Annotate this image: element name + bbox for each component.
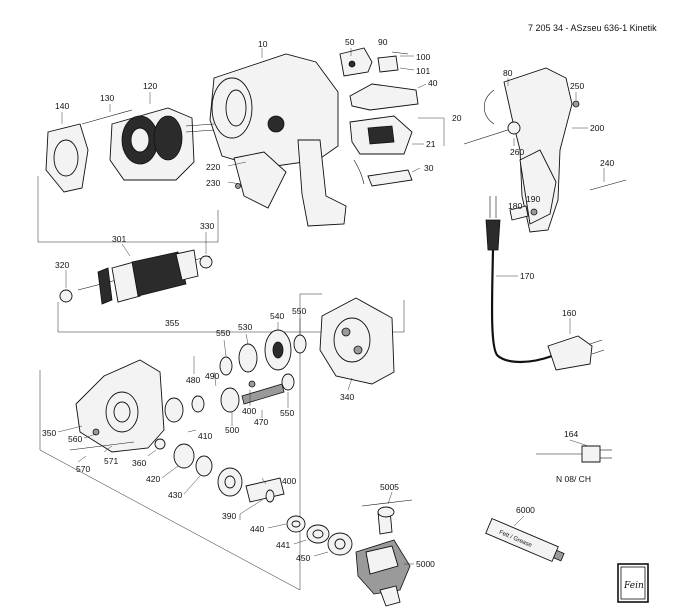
label-190: 190 xyxy=(526,194,540,204)
gear-cover xyxy=(69,359,165,453)
label-140: 140 xyxy=(55,101,69,111)
fan-guide xyxy=(45,123,89,193)
label-170: 170 xyxy=(520,271,534,281)
label-5000: 5000 xyxy=(416,559,435,569)
label-540: 540 xyxy=(270,311,284,321)
label-470: 470 xyxy=(254,417,268,427)
label-560: 560 xyxy=(68,434,82,444)
footnote: N 08/ CH xyxy=(556,474,591,484)
motor-housing xyxy=(209,48,347,227)
label-571: 571 xyxy=(104,456,118,466)
label-355: 355 xyxy=(165,318,179,328)
stator xyxy=(109,107,215,181)
label-390: 390 xyxy=(222,511,236,521)
fein-logo-icon: Fein xyxy=(617,563,649,603)
label-10: 10 xyxy=(258,39,268,49)
handle-shell xyxy=(463,67,573,233)
label-360: 360 xyxy=(132,458,146,468)
label-90: 90 xyxy=(378,37,388,47)
label-230: 230 xyxy=(206,178,220,188)
label-180: 180 xyxy=(508,201,522,211)
label-160: 160 xyxy=(562,308,576,318)
label-320: 320 xyxy=(55,260,69,270)
spindle-parts xyxy=(173,443,353,556)
power-cable xyxy=(485,196,605,371)
label-490: 490 xyxy=(205,371,219,381)
page-title: 7 205 34 - ASzseu 636-1 Kinetik xyxy=(528,23,657,33)
drill-chuck xyxy=(355,539,411,607)
label-570: 570 xyxy=(76,464,90,474)
label-330: 330 xyxy=(200,221,214,231)
label-450: 450 xyxy=(296,553,310,563)
label-120: 120 xyxy=(143,81,157,91)
logo-text: Fein xyxy=(623,581,644,591)
plug-adapter xyxy=(536,445,612,463)
label-410: 410 xyxy=(198,431,212,441)
label-400-upper: 400 xyxy=(242,406,256,416)
label-350: 350 xyxy=(42,428,56,438)
label-130: 130 xyxy=(100,93,114,103)
label-500: 500 xyxy=(225,425,239,435)
label-550-left: 550 xyxy=(216,328,230,338)
label-440: 440 xyxy=(250,524,264,534)
label-530: 530 xyxy=(238,322,252,332)
label-30: 30 xyxy=(424,163,434,173)
label-220: 220 xyxy=(206,162,220,172)
chuck-key xyxy=(361,499,413,535)
label-50: 50 xyxy=(345,37,355,47)
label-164: 164 xyxy=(564,429,578,439)
label-200: 200 xyxy=(590,123,604,133)
label-80: 80 xyxy=(503,68,513,78)
armature xyxy=(59,249,213,305)
label-441: 441 xyxy=(276,540,290,550)
label-430: 430 xyxy=(168,490,182,500)
label-240: 240 xyxy=(600,158,614,168)
label-301: 301 xyxy=(112,234,126,244)
label-400-lower: 400 xyxy=(282,476,296,486)
label-20: 20 xyxy=(452,113,462,123)
gear-housing xyxy=(319,297,395,385)
switch-assembly xyxy=(339,47,419,187)
label-101: 101 xyxy=(416,66,430,76)
label-550-right: 550 xyxy=(292,306,306,316)
label-340: 340 xyxy=(340,392,354,402)
label-21: 21 xyxy=(426,139,436,149)
label-40: 40 xyxy=(428,78,438,88)
label-6000: 6000 xyxy=(516,505,535,515)
label-100: 100 xyxy=(416,52,430,62)
label-5005: 5005 xyxy=(380,482,399,492)
grease-tube: Fett / Grease xyxy=(485,517,565,563)
label-480: 480 xyxy=(186,375,200,385)
label-260: 260 xyxy=(510,147,524,157)
label-250: 250 xyxy=(570,81,584,91)
label-420: 420 xyxy=(146,474,160,484)
label-550-lower: 550 xyxy=(280,408,294,418)
